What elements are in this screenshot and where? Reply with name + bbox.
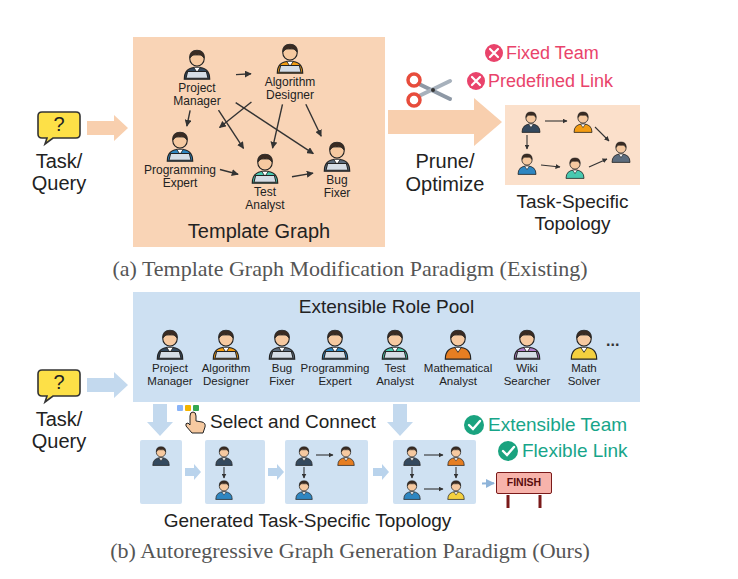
role-icon xyxy=(265,326,299,360)
hand-icon xyxy=(177,405,205,433)
role-label: Algorithm Designer xyxy=(253,76,327,102)
role-label: Project Manager xyxy=(160,82,234,108)
advantage-label: Extensible Team xyxy=(488,414,627,436)
role-agent: Math Solver xyxy=(564,326,604,387)
finish-sign: FINISH xyxy=(496,472,552,494)
role-agent: Programming Expert xyxy=(299,326,371,387)
connector-arrow xyxy=(236,103,314,154)
label-holder: Flexible Link xyxy=(522,440,628,462)
label-holder: Prune/ Optimize xyxy=(400,150,490,196)
block-arrow xyxy=(388,98,502,146)
box-title: Task-Specific Topology xyxy=(505,191,640,235)
role-label: Test Analyst xyxy=(240,186,290,212)
drawback-label: Fixed Team xyxy=(506,43,599,64)
step-label: Select and Connect xyxy=(210,411,376,433)
cross-badge xyxy=(467,72,485,90)
role-icon xyxy=(180,46,214,80)
role-icon xyxy=(320,138,354,172)
label-holder: (b) Autoregressive Graph Generation Para… xyxy=(30,538,670,563)
connector-arrow xyxy=(306,104,321,136)
role-icon xyxy=(163,128,197,162)
bubble-symbol: ? xyxy=(36,110,82,138)
advantage-label: Flexible Link xyxy=(522,440,628,462)
role-icon xyxy=(318,326,352,360)
role-label: Wiki Searcher xyxy=(502,362,552,387)
role-agent: Test Analyst xyxy=(371,326,419,387)
role-agent: Project Manager xyxy=(160,46,234,108)
connector-arrow xyxy=(187,110,190,126)
role-pool-box: Extensible Role PoolProject ManagerAlgor… xyxy=(133,292,640,402)
cross-badge xyxy=(485,44,503,62)
block-arrow xyxy=(87,372,128,398)
role-label: Bug Fixer xyxy=(315,174,359,200)
connector-arrow xyxy=(292,173,313,177)
role-icon xyxy=(567,326,601,360)
role-agent: Mathematical Analyst xyxy=(421,326,495,387)
connector-arrow xyxy=(273,104,283,148)
connector-layer xyxy=(133,37,385,247)
role-label: Programming Expert xyxy=(142,164,218,190)
connector-arrow xyxy=(220,102,252,128)
connector-arrow xyxy=(220,170,238,175)
template-graph-box: Template Graph Project Manager Algorithm D… xyxy=(133,37,385,247)
figure-caption: (a) Template Graph Modification Paradigm… xyxy=(30,256,670,281)
block-arrow xyxy=(147,404,173,436)
connector-arrow xyxy=(218,110,243,148)
check-badge xyxy=(464,415,484,435)
query-bubble: ?Task/ Query xyxy=(36,110,82,144)
edge-label: Prune/ Optimize xyxy=(400,150,490,196)
box-title: Extensible Role Pool xyxy=(133,292,640,318)
ellipsis: ... xyxy=(606,332,619,350)
role-agent: Wiki Searcher xyxy=(502,326,552,387)
check-badge xyxy=(498,441,518,461)
role-label: Programming Expert xyxy=(299,362,371,387)
role-agent: Bug Fixer xyxy=(265,326,299,387)
role-label: Project Manager xyxy=(141,362,199,387)
drawback-label: Predefined Link xyxy=(488,71,613,92)
role-agent: Algorithm Designer xyxy=(195,326,257,387)
role-icon xyxy=(153,326,187,360)
label-holder: Extensible Team xyxy=(488,414,627,436)
bubble-symbol: ? xyxy=(36,368,82,396)
connector-arrow xyxy=(482,482,494,484)
role-label: Test Analyst xyxy=(371,362,419,387)
role-label: Mathematical Analyst xyxy=(421,362,495,387)
role-label: Math Solver xyxy=(564,362,604,387)
connector-arrow xyxy=(236,73,251,75)
role-icon xyxy=(441,326,475,360)
role-agent: Project Manager xyxy=(141,326,199,387)
block-arrow xyxy=(87,115,128,141)
role-icon xyxy=(378,326,412,360)
scissors-icon xyxy=(408,74,450,106)
topology-box: Task-Specific Topology xyxy=(505,105,640,185)
role-agent: Programming Expert xyxy=(142,128,218,190)
sign-text: FINISH xyxy=(497,473,551,492)
role-label: Bug Fixer xyxy=(265,362,299,387)
role-agent: Bug Fixer xyxy=(315,138,359,200)
label-holder: Fixed Team xyxy=(506,43,599,64)
node-heading: Task/ Query xyxy=(28,150,90,194)
sign-posts xyxy=(508,495,540,508)
role-label: Algorithm Designer xyxy=(195,362,257,387)
label-holder: (a) Template Graph Modification Paradigm… xyxy=(30,256,670,281)
role-icon xyxy=(273,40,307,74)
query-bubble: ?Task/ Query xyxy=(36,368,82,402)
node-heading: Task/ Query xyxy=(28,408,90,452)
role-agent: Algorithm Designer xyxy=(253,40,327,102)
role-agent: Test Analyst xyxy=(240,150,290,212)
box-title: Generated Task-Specific Topology xyxy=(135,510,480,532)
mini-topology xyxy=(505,105,640,185)
label-holder: ... xyxy=(606,332,619,350)
label-holder: Select and Connect xyxy=(210,411,376,433)
box-title: Template Graph xyxy=(133,220,385,243)
role-icon xyxy=(248,150,282,184)
role-icon xyxy=(209,326,243,360)
topology-band: Generated Task-Specific Topology xyxy=(135,438,480,533)
block-arrow xyxy=(387,404,413,436)
figure-caption: (b) Autoregressive Graph Generation Para… xyxy=(30,538,670,563)
label-holder: Predefined Link xyxy=(488,71,613,92)
role-icon xyxy=(510,326,544,360)
